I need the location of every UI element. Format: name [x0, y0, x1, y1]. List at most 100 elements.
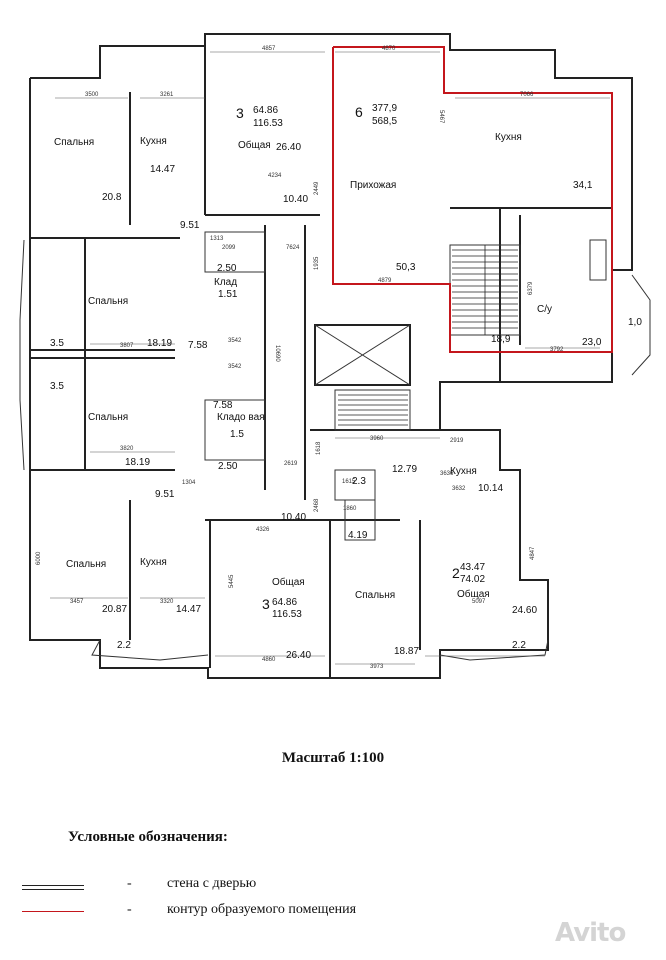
svg-text:1618: 1618 [316, 441, 322, 455]
svg-text:7.58: 7.58 [188, 340, 208, 351]
svg-text:12.79: 12.79 [392, 464, 417, 475]
svg-text:4879: 4879 [378, 278, 392, 284]
svg-text:Кухня: Кухня [140, 136, 167, 147]
svg-text:2.2: 2.2 [512, 640, 526, 651]
dimension-lines [50, 51, 610, 665]
svg-text:7624: 7624 [286, 245, 300, 251]
svg-text:1935: 1935 [314, 256, 320, 270]
svg-text:1615: 1615 [342, 479, 356, 485]
svg-text:18,9: 18,9 [491, 334, 511, 345]
svg-text:2099: 2099 [222, 245, 236, 251]
svg-text:Клад: Клад [214, 277, 237, 288]
svg-text:50,3: 50,3 [396, 262, 416, 273]
svg-text:4857: 4857 [262, 46, 276, 52]
svg-text:64.86: 64.86 [272, 597, 297, 608]
room-labels: Спальня 20.8 Кухня 14.47 3 64.86 116.53 … [54, 103, 642, 661]
svg-text:3542: 3542 [228, 338, 242, 344]
svg-text:377,9: 377,9 [372, 103, 397, 114]
svg-text:18.19: 18.19 [147, 338, 172, 349]
svg-text:3: 3 [236, 105, 244, 121]
svg-text:23,0: 23,0 [582, 337, 602, 348]
svg-text:3261: 3261 [160, 92, 174, 98]
svg-text:4847: 4847 [530, 546, 536, 560]
svg-text:4326: 4326 [256, 527, 270, 533]
room-name: Спальня [54, 137, 94, 148]
svg-text:3.5: 3.5 [50, 338, 64, 349]
svg-text:Прихожая: Прихожая [350, 180, 396, 191]
svg-text:3820: 3820 [120, 446, 134, 452]
svg-text:24.60: 24.60 [512, 605, 537, 616]
svg-text:34,1: 34,1 [573, 180, 593, 191]
svg-text:10.40: 10.40 [283, 194, 308, 205]
svg-text:10.40: 10.40 [281, 512, 306, 523]
svg-text:Спальня: Спальня [66, 559, 106, 570]
svg-text:1860: 1860 [343, 506, 357, 512]
svg-text:18.19: 18.19 [125, 457, 150, 468]
svg-text:14.47: 14.47 [176, 604, 201, 615]
svg-text:2.2: 2.2 [117, 640, 131, 651]
svg-text:3: 3 [262, 596, 270, 612]
svg-text:26.40: 26.40 [276, 142, 301, 153]
svg-text:1,0: 1,0 [628, 317, 642, 328]
svg-text:5445: 5445 [229, 574, 235, 588]
svg-text:7.58: 7.58 [213, 400, 233, 411]
legend-item-contour: - контур образуемого помещения [22, 902, 442, 922]
svg-text:43.47: 43.47 [460, 562, 485, 573]
svg-text:116.53: 116.53 [272, 609, 302, 620]
svg-text:6000: 6000 [36, 551, 42, 565]
svg-text:6379: 6379 [528, 281, 534, 295]
new-room-contour [332, 46, 613, 353]
svg-text:4860: 4860 [262, 657, 276, 663]
svg-text:2449: 2449 [314, 181, 320, 195]
wall-door-symbol [22, 885, 84, 890]
svg-text:6: 6 [355, 104, 363, 120]
svg-text:2: 2 [452, 565, 460, 581]
svg-text:5467: 5467 [438, 110, 444, 124]
legend-text: контур образуемого помещения [167, 902, 357, 917]
svg-text:3500: 3500 [85, 92, 99, 98]
svg-text:74.02: 74.02 [460, 574, 485, 585]
svg-text:4870: 4870 [382, 46, 396, 52]
svg-text:9.51: 9.51 [155, 489, 175, 500]
svg-text:Кухня: Кухня [140, 557, 167, 568]
svg-text:9.51: 9.51 [180, 220, 200, 231]
svg-text:Кухня: Кухня [495, 132, 522, 143]
svg-text:2619: 2619 [284, 461, 298, 467]
svg-text:Кухня: Кухня [450, 466, 477, 477]
svg-text:С/у: С/у [537, 304, 552, 315]
dimension-values: 3500 3261 4857 4870 5467 7066 2449 4234 … [36, 46, 564, 670]
svg-text:4.19: 4.19 [348, 530, 368, 541]
svg-text:Спальня: Спальня [355, 590, 395, 601]
svg-text:3457: 3457 [70, 599, 84, 605]
svg-text:3320: 3320 [160, 599, 174, 605]
svg-text:18.87: 18.87 [394, 646, 419, 657]
interior-walls [30, 46, 612, 678]
svg-text:2468: 2468 [314, 498, 320, 512]
svg-text:Общая: Общая [272, 576, 305, 588]
svg-text:568,5: 568,5 [372, 116, 397, 127]
legend-item-wall: - стена с дверью [22, 876, 442, 896]
svg-text:3636: 3636 [440, 471, 454, 477]
svg-text:14.47: 14.47 [150, 164, 175, 175]
legend-title: Условные обозначения: [68, 829, 228, 845]
svg-text:1313: 1313 [210, 236, 224, 242]
outer-walls [19, 33, 651, 679]
svg-text:3.5: 3.5 [50, 381, 64, 392]
svg-text:64.86: 64.86 [253, 105, 278, 116]
svg-text:2.50: 2.50 [218, 461, 238, 472]
legend-dash: - [127, 876, 132, 891]
svg-text:26.40: 26.40 [286, 650, 311, 661]
svg-text:3542: 3542 [228, 364, 242, 370]
svg-text:Спальня: Спальня [88, 296, 128, 307]
svg-text:10.14: 10.14 [478, 483, 503, 494]
svg-text:1304: 1304 [182, 480, 196, 486]
svg-text:2.50: 2.50 [217, 263, 237, 274]
svg-text:10690: 10690 [274, 345, 280, 362]
red-contour-symbol [22, 911, 84, 912]
legend-text: стена с дверью [167, 876, 257, 891]
floor-plan: 3500 3261 4857 4870 5467 7066 2449 4234 … [19, 33, 651, 679]
svg-text:Общая: Общая [457, 588, 490, 600]
svg-text:3807: 3807 [120, 343, 134, 349]
svg-text:2.3: 2.3 [352, 476, 366, 487]
extra-area-labels: 9.51 10.40 2.50 7.58 3.5 3.5 7.58 2.50 9… [50, 194, 526, 651]
